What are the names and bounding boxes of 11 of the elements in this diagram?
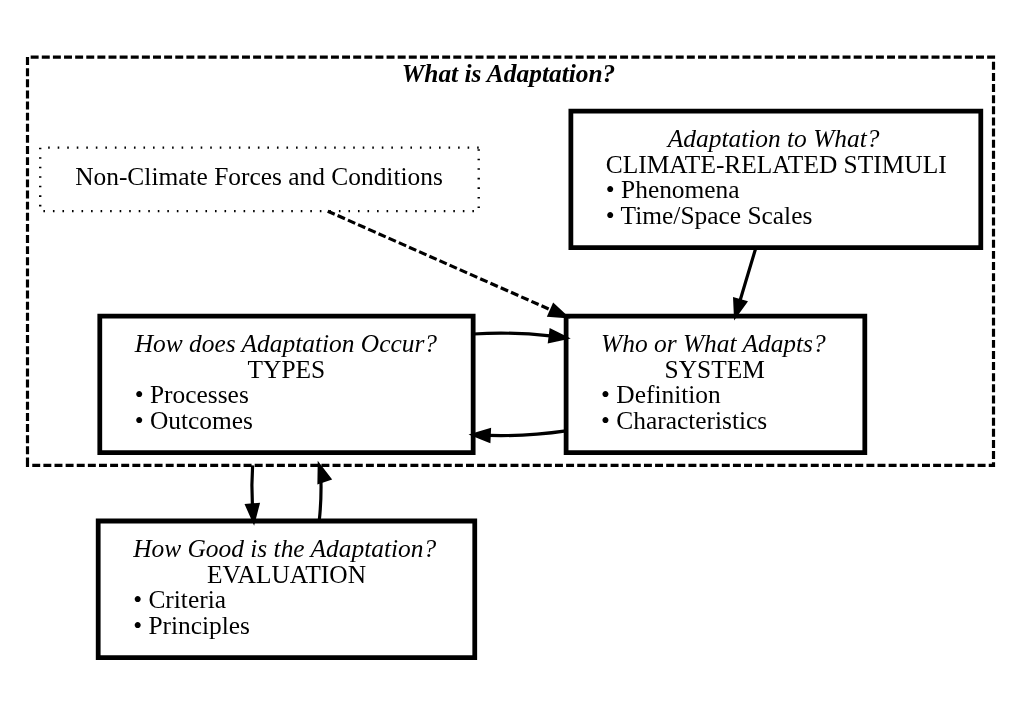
arrow [317,460,333,521]
arrow [244,465,261,526]
node-box: How does Adaptation Occur? TYPES • Processes • Outcomes [97,313,476,456]
node-box: Adaptation to What? CLIMATE-RELATED STIMULI • Phenomena • Time/Space Scales [568,108,984,251]
arrow [733,247,758,321]
node-box: How Good is the Adaptation? EVALUATION • Criteria • Principles [95,518,478,661]
arrow [327,209,571,319]
node-box: Who or What Adapts? SYSTEM • Definition • Characteristics [563,313,868,456]
node-box: Non-Climate Forces and Conditions [39,146,480,213]
arrow [473,327,571,344]
arrow [468,427,567,444]
